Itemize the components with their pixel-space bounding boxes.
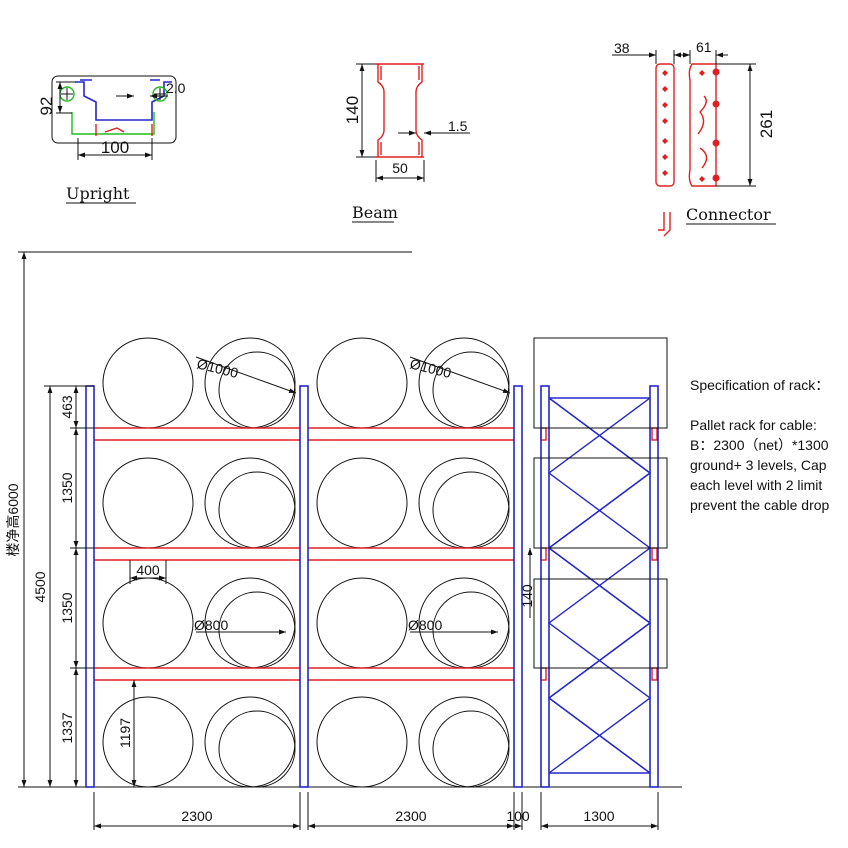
beam-profile: 140 50 1.5 xyxy=(343,63,470,182)
spec-line-1: Pallet rack for cable: xyxy=(690,417,817,433)
beams xyxy=(94,427,658,681)
level-dim-bottom: 1337 xyxy=(59,712,75,743)
upright-title: Upright xyxy=(66,184,130,203)
drum-diameter-800-bay1: Ø800 xyxy=(194,617,228,633)
cable-drums xyxy=(102,337,510,788)
upright-height-dim: 92 xyxy=(37,97,56,116)
connector-dim-38: 38 xyxy=(614,40,630,56)
clear-height-1197: 1197 xyxy=(117,718,133,748)
bay-width-1: 2300 xyxy=(181,808,212,824)
beam-height-dim: 140 xyxy=(343,96,362,124)
beam-height-140: 140 xyxy=(519,584,535,608)
level-dim-3: 1350 xyxy=(59,592,75,623)
bolt-hole-right-icon xyxy=(152,86,168,102)
drum-diameter-1000-bay1: Ø1000 xyxy=(195,355,240,381)
upright-width-dim: 100 xyxy=(101,138,129,157)
spec-line-4: each level with 2 limit xyxy=(690,477,822,493)
upright-profile: 92 100 2.0 xyxy=(37,75,186,160)
level-dim-2: 1350 xyxy=(59,472,75,503)
drum-diameter-1000-bay2: Ø1000 xyxy=(408,355,453,381)
beam-title: Beam xyxy=(352,203,398,222)
gap-width-100: 100 xyxy=(506,808,530,824)
level-dim-top: 463 xyxy=(59,395,75,419)
spec-line-5: prevent the cable drop xyxy=(690,497,830,513)
connector-title: Connector xyxy=(686,205,771,224)
floor-height-label: 楼净高6000 xyxy=(5,483,21,556)
bolt-hole-left-icon xyxy=(59,86,75,102)
beam-thickness-dim: 1.5 xyxy=(448,118,468,134)
connector-height-dim: 261 xyxy=(757,110,776,138)
side-frame-bracing xyxy=(547,397,652,774)
drum-diameter-800-bay2: Ø800 xyxy=(408,617,442,633)
side-depth-1300: 1300 xyxy=(583,808,614,824)
spec-heading: Specification of rack： xyxy=(690,377,829,393)
upright-thickness-dim: 2.0 xyxy=(166,80,186,96)
uprights xyxy=(85,385,659,788)
bay-width-2: 2300 xyxy=(395,808,426,824)
connector-profile: 38 61 261 xyxy=(612,39,776,237)
side-pallets xyxy=(533,337,668,669)
overall-height-4500: 4500 xyxy=(32,571,48,602)
beam-width-dim: 50 xyxy=(392,160,408,176)
spec-line-3: ground+ 3 levels, Cap xyxy=(690,457,827,473)
rack-elevation: Ø1000 Ø1000 Ø800 Ø800 400 1197 140 楼净高60… xyxy=(5,251,682,830)
spec-line-2: B：2300（net）*1300 xyxy=(690,437,829,453)
connector-dim-61: 61 xyxy=(696,39,712,55)
rack-specification: Specification of rack： Pallet rack for c… xyxy=(690,377,830,513)
gap-dim-400: 400 xyxy=(136,562,160,578)
